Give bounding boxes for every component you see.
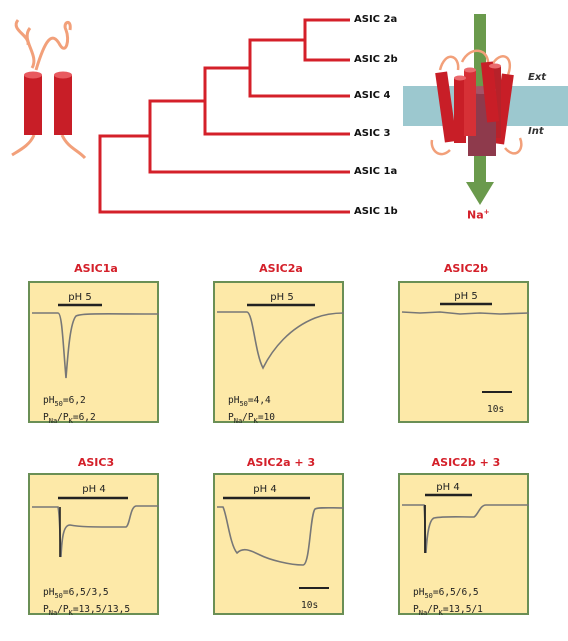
leaf-label-asic3: ASIC 3 [354, 128, 391, 139]
permeability-ratio: PNa/PK=10 [228, 411, 276, 425]
leaf-label-asic2a: ASIC 2a [354, 14, 398, 25]
subunit-loop [34, 21, 72, 71]
leaf-label-asic1a: ASIC 1a [354, 166, 398, 177]
dendrogram [98, 18, 350, 214]
subunit-loop [25, 27, 36, 69]
ion-arrow-head [466, 182, 494, 205]
phylogeny-section: ASIC 2a ASIC 2b ASIC 4 ASIC 3 ASIC 1a AS… [0, 0, 568, 240]
ext-label: Ext [528, 72, 547, 83]
stim-label: pH 4 [253, 484, 277, 495]
ph50-value: pH50=6,2 [43, 395, 86, 408]
permeability-ratio: PNa/PK=13,5/1 [413, 603, 483, 617]
stim-label: pH 4 [82, 484, 106, 495]
panel-title-asic2b-3: ASIC2b + 3 [431, 456, 501, 469]
leaf-label-asic4: ASIC 4 [354, 90, 391, 101]
trace-panel-asic2a: pH 5 pH50=4,4 PNa/PK=10 [213, 281, 345, 425]
subunit-loop [14, 19, 30, 46]
ph50-value: pH50=4,4 [228, 395, 271, 408]
stim-label: pH 5 [270, 292, 294, 303]
trace-panel-asic1a: pH 5 pH50=6,2 PNa/PK=6,2 [28, 281, 160, 425]
panel-title-asic2a: ASIC2a [259, 262, 303, 275]
ph50-value: pH50=6,5/6,5 [413, 587, 479, 600]
panel-title-asic3: ASIC3 [77, 456, 115, 469]
time-scale-label: 10s [487, 404, 505, 415]
leaf-label-asic2b: ASIC 2b [354, 54, 398, 65]
trace-panel-asic3: pH 4 pH50=6,5/3,5 PNa/PK=13,5/13,5 [28, 473, 159, 617]
permeability-ratio: PNa/PK=6,2 [43, 411, 96, 425]
time-scale-label: 10s [301, 600, 319, 611]
trace-panel-asic2b: pH 5 10s [398, 281, 530, 423]
subunit-loop [11, 134, 36, 157]
subunit-loop [60, 134, 87, 160]
panel-title-asic1a: ASIC1a [74, 262, 118, 275]
stim-label: pH 4 [436, 482, 460, 493]
leaf-label-asic1b: ASIC 1b [354, 206, 398, 217]
helix-2 [54, 75, 72, 135]
ph50-value: pH50=6,5/3,5 [43, 587, 109, 600]
int-label: Int [528, 126, 544, 137]
topology-svg [11, 14, 568, 214]
permeability-ratio: PNa/PK=13,5/13,5 [43, 603, 131, 617]
ion-label: Na+ [467, 208, 490, 222]
panel-title-asic2b: ASIC2b [443, 262, 489, 275]
helix-1 [24, 75, 42, 135]
trace-panel-asic2b-3: pH 4 pH50=6,5/6,5 PNa/PK=13,5/1 [398, 473, 529, 617]
stim-label: pH 5 [68, 292, 92, 303]
stim-label: pH 5 [454, 291, 478, 302]
panel-title-asic2a-3: ASIC2a + 3 [246, 456, 316, 469]
trace-panel-asic2a-3: pH 4 10s [213, 473, 345, 615]
